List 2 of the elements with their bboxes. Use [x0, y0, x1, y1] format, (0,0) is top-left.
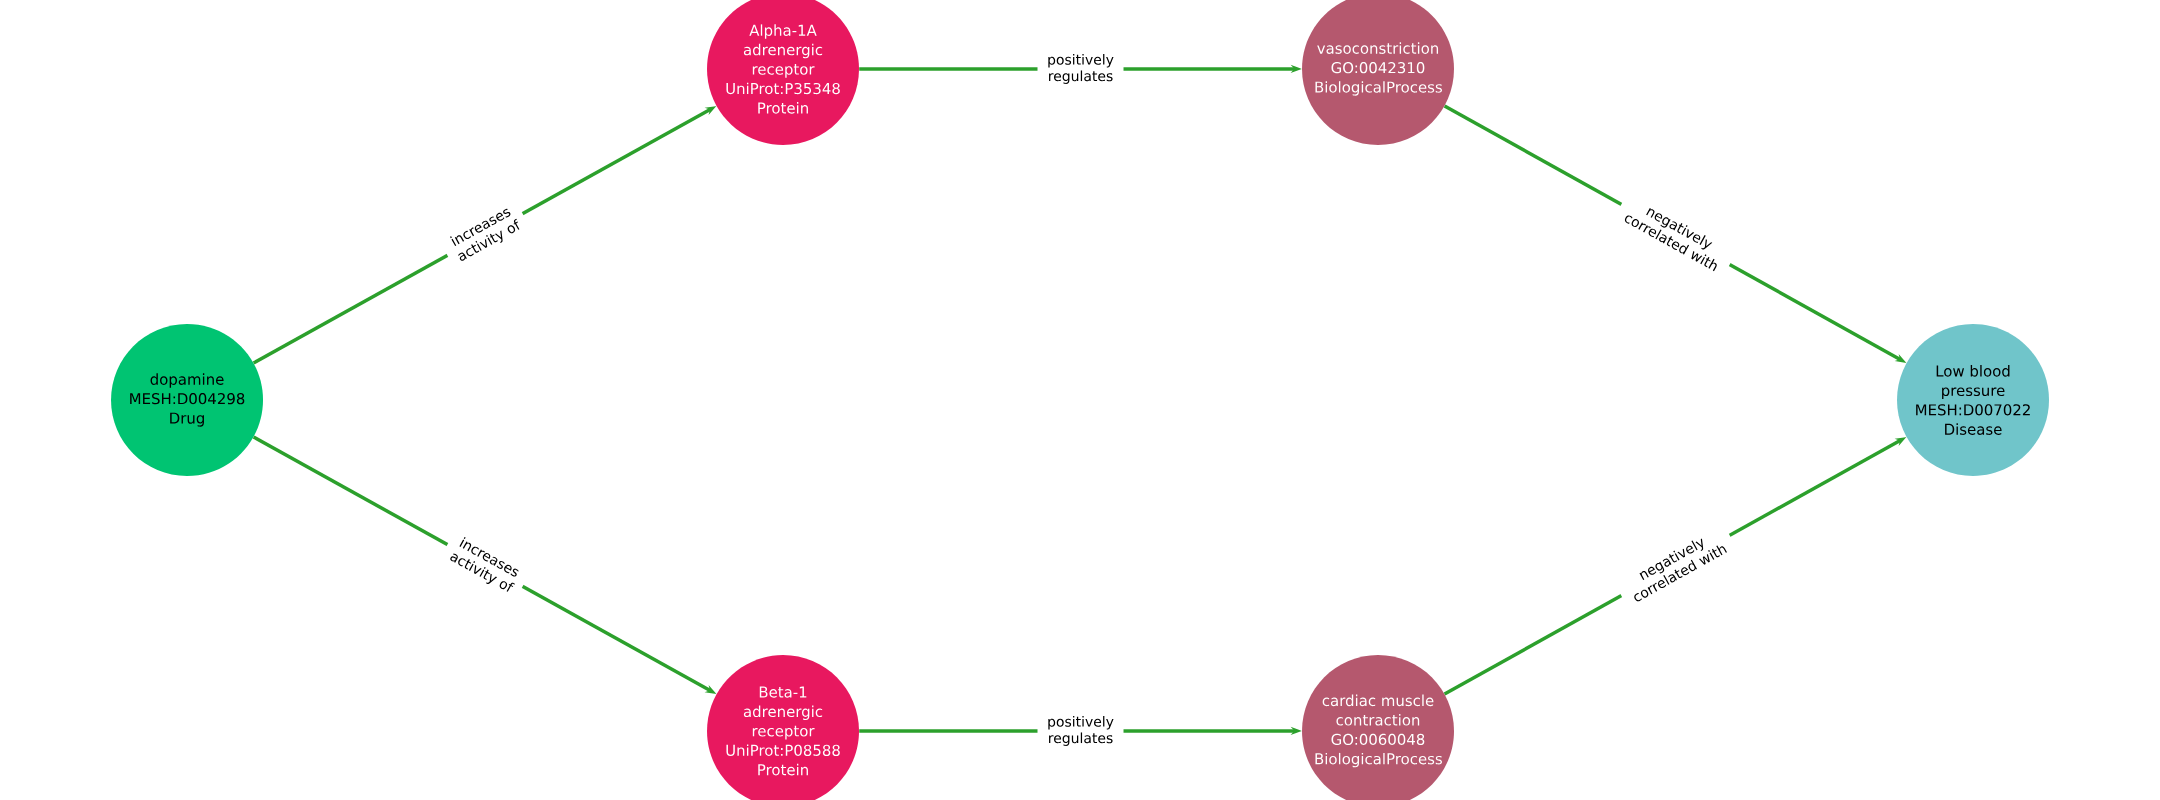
- edge-label: positively regulates: [1037, 714, 1124, 748]
- edge-label: positively regulates: [1037, 52, 1124, 86]
